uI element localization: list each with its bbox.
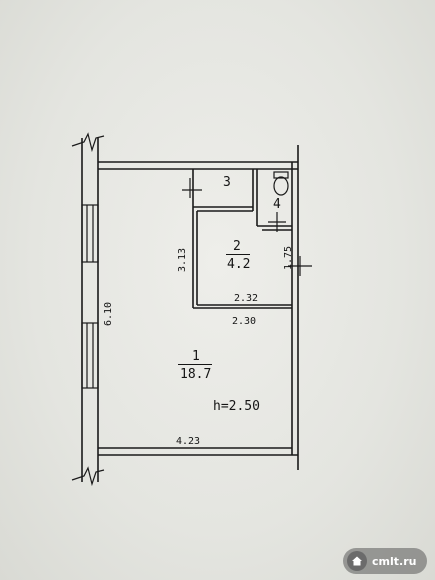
room-1-area: 18.7 [180, 367, 212, 382]
room-1-number: 1 [192, 349, 200, 364]
room-2-underline [226, 254, 250, 255]
ceiling-height-label: h=2.50 [213, 399, 260, 414]
top-break-mark [71, 132, 105, 153]
window-upper [81, 204, 99, 263]
watermark-text: cmlt.ru [372, 554, 417, 568]
house-icon [347, 551, 367, 571]
room-2-number: 2 [233, 239, 241, 254]
dimension-room2-width-outer: 2.30 [232, 316, 257, 327]
room-2-area: 4.2 [227, 257, 251, 272]
watermark-badge[interactable]: cmlt.ru [343, 548, 427, 574]
toilet-tank [273, 171, 289, 179]
dimension-bath-side: 1.75 [283, 245, 294, 270]
toilet-fixture-icon [273, 176, 289, 196]
window-lower [81, 322, 99, 389]
bottom-break-mark [71, 466, 105, 487]
room-4-number: 4 [273, 197, 281, 212]
dimension-room2-width-inner: 2.32 [234, 293, 259, 304]
dimension-room2-height: 3.13 [177, 247, 188, 272]
dimension-apartment-length: 6.10 [103, 301, 114, 326]
dimension-width-bottom: 4.23 [176, 436, 201, 447]
room-3-number: 3 [223, 175, 231, 190]
room-1-underline [178, 364, 212, 365]
